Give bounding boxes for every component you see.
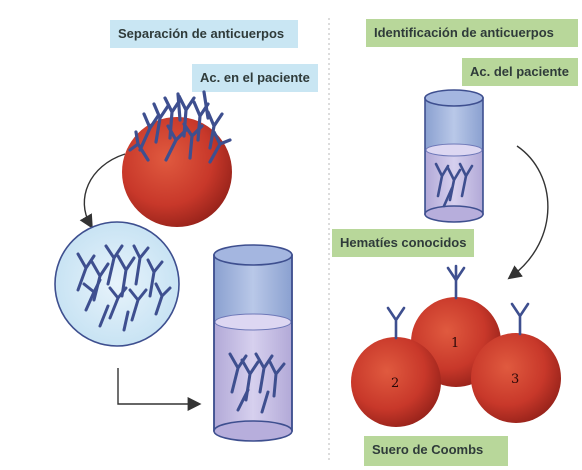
cell-number-3: 3 [511, 372, 520, 387]
cell-number-1: 1 [451, 336, 460, 351]
patient-antibodies-label: Ac. en el paciente [192, 64, 318, 92]
red-cell-2 [351, 337, 441, 427]
tube-right [424, 89, 484, 223]
identification-title: Identificación de anticuerpos [366, 19, 578, 47]
curved-arrow-left [79, 153, 126, 229]
separation-title: Separación de anticuerpos [110, 20, 298, 48]
coombs-serum-label: Suero de Coombs [364, 436, 508, 466]
red-cell-3 [471, 333, 561, 423]
cell-number-2: 2 [391, 376, 400, 391]
red-cell-with-antibodies [122, 90, 232, 227]
tube-left [213, 244, 293, 442]
bent-arrow-bottom-left [117, 368, 202, 411]
curved-arrow-right [507, 145, 549, 280]
free-antibodies-circle [54, 221, 180, 347]
patient-antibody-label: Ac. del paciente [462, 58, 578, 86]
coombs-antibodies [386, 264, 530, 340]
known-red-cells-label: Hematíes conocidos [332, 229, 474, 257]
